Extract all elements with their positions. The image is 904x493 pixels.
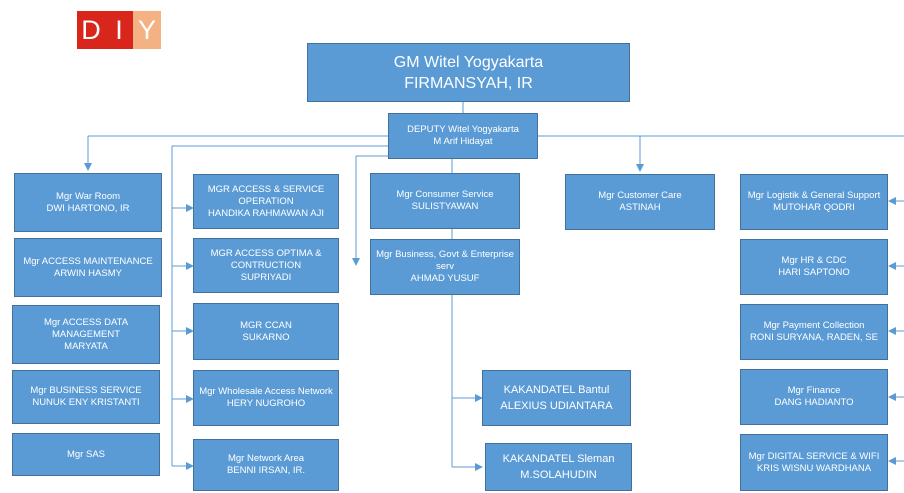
org-box-title: Mgr HR & CDC (781, 255, 847, 266)
org-box-title: MGR ACCESS & SERVICE OPERATION (207, 183, 325, 207)
org-box-name: HANDIKA RAHMAWAN AJI (208, 207, 324, 219)
org-box-name: ASTINAH (619, 202, 661, 213)
org-box-name: KRIS WISNU WARDHANA (756, 462, 872, 474)
org-box-name: BENNI IRSAN, IR. (226, 465, 306, 476)
gm-box: GM Witel Yogyakarta FIRMANSYAH, IR (307, 43, 630, 102)
diy-logo: D I Y (77, 11, 161, 49)
org-box-name: M.SOLAHUDIN (520, 469, 597, 481)
org-box-name: RONI SURYANA, RADEN, SE (750, 332, 878, 343)
deputy-box: DEPUTY Witel Yogyakarta M Arif Hidayat (388, 113, 538, 159)
gm-name: FIRMANSYAH, IR (404, 74, 533, 92)
org-box-title: KAKANDATEL Sleman (502, 453, 615, 465)
org-box-name: AHMAD YUSUF (410, 273, 480, 284)
org-box-title: Mgr ACCESS DATA MANAGEMENT (43, 316, 129, 340)
org-box-title: KAKANDATEL Bantul (503, 384, 610, 396)
org-box-war-room: Mgr War Room DWI HARTONO, IR (14, 173, 162, 232)
org-box-ccan: MGR CCAN SUKARNO (193, 303, 339, 360)
org-box-name: MUTOHAR QODRI (773, 202, 855, 213)
org-box-title: Mgr Wholesale Access Network (199, 386, 333, 397)
org-box-title: Mgr Finance (787, 385, 841, 396)
org-box-name: NUNUK ENY KRISTANTI (32, 397, 140, 408)
logo-letter-i: I (105, 11, 133, 49)
deputy-name: M Arif Hidayat (433, 136, 493, 147)
org-box-hr-cdc: Mgr HR & CDC HARI SAPTONO (740, 239, 888, 295)
org-box-title: Mgr Customer Care (598, 190, 682, 201)
org-box-title: Mgr Business, Govt & Enterprise serv (376, 249, 514, 272)
org-box-business-govt: Mgr Business, Govt & Enterprise serv AHM… (370, 239, 520, 295)
org-box-title: Mgr Logistik & General Support (747, 190, 881, 201)
org-box-access-service-operation: MGR ACCESS & SERVICE OPERATION HANDIKA R… (193, 174, 339, 229)
org-box-finance: Mgr Finance DANG HADIANTO (740, 369, 888, 425)
org-box-access-maintenance: Mgr ACCESS MAINTENANCE ARWIN HASMY (14, 238, 162, 297)
org-box-payment-collection: Mgr Payment Collection RONI SURYANA, RAD… (740, 304, 888, 360)
org-box-digital-service: Mgr DIGITAL SERVICE & WIFI KRIS WISNU WA… (740, 434, 888, 491)
org-box-access-optima: MGR ACCESS OPTIMA & CONTRUCTION SUPRIYAD… (193, 238, 339, 293)
org-box-name: HERY NUGROHO (226, 398, 306, 409)
org-box-customer-care: Mgr Customer Care ASTINAH (565, 174, 715, 230)
org-box-business-service: Mgr BUSINESS SERVICE NUNUK ENY KRISTANTI (12, 370, 160, 424)
org-box-name: ARWIN HASMY (54, 267, 122, 279)
org-box-title: MGR CCAN (240, 319, 292, 331)
org-box-name: DWI HARTONO, IR (46, 202, 130, 214)
org-box-name: SUPRIYADI (240, 271, 292, 283)
org-box-title: Mgr SAS (66, 448, 105, 460)
org-box-sas: Mgr SAS (12, 433, 160, 476)
org-box-logistik: Mgr Logistik & General Support MUTOHAR Q… (740, 174, 888, 230)
org-box-title: Mgr Network Area (227, 453, 305, 464)
org-box-name: ALEXIUS UDIANTARA (500, 400, 613, 412)
org-box-kandatel-sleman: KAKANDATEL Sleman M.SOLAHUDIN (485, 443, 632, 491)
deputy-title: DEPUTY Witel Yogyakarta (407, 124, 519, 135)
org-box-title: Mgr ACCESS MAINTENANCE (23, 255, 153, 267)
org-box-title: MGR ACCESS OPTIMA & CONTRUCTION (210, 247, 322, 271)
org-box-access-data-management: Mgr ACCESS DATA MANAGEMENT MARYATA (12, 305, 160, 364)
org-box-title: Mgr Consumer Service (396, 189, 494, 200)
org-box-consumer-service: Mgr Consumer Service SULISTYAWAN (370, 173, 520, 229)
org-box-name: DANG HADIANTO (774, 397, 854, 408)
org-box-network-area: Mgr Network Area BENNI IRSAN, IR. (193, 439, 339, 491)
logo-letter-y: Y (133, 11, 161, 49)
org-box-name: MARYATA (64, 340, 108, 352)
org-box-title: Mgr War Room (55, 190, 121, 202)
org-box-kandatel-bantul: KAKANDATEL Bantul ALEXIUS UDIANTARA (482, 370, 631, 426)
org-box-title: Mgr Payment Collection (763, 320, 865, 331)
org-box-title: Mgr BUSINESS SERVICE (30, 385, 142, 396)
org-box-name: SUKARNO (242, 331, 290, 343)
org-box-title: Mgr DIGITAL SERVICE & WIFI (748, 450, 880, 462)
gm-title: GM Witel Yogyakarta (393, 53, 544, 71)
org-box-name: SULISTYAWAN (411, 201, 479, 212)
org-box-wholesale-access: Mgr Wholesale Access Network HERY NUGROH… (193, 370, 339, 426)
logo-letter-d: D (77, 11, 105, 49)
org-box-name: HARI SAPTONO (778, 267, 850, 278)
